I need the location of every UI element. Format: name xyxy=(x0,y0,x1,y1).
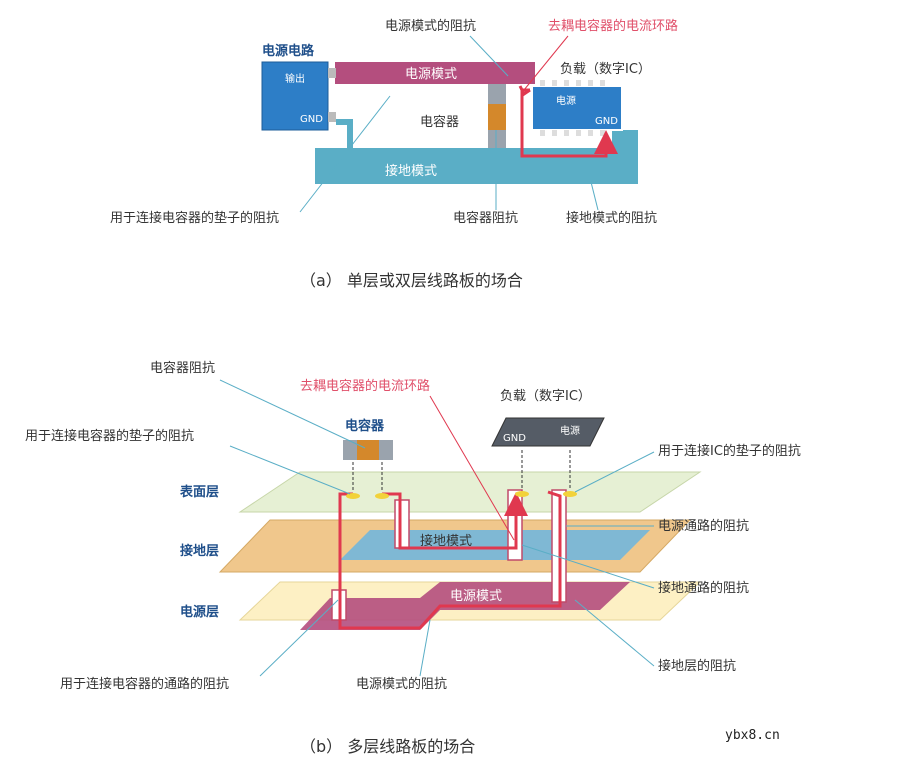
power-circuit-box xyxy=(261,61,329,131)
diagram-b: 电容器 GND 电源 接地模式 电源模式 表面层 接地层 电源层 电容器阻抗 去… xyxy=(25,360,801,756)
gnd-label-a: GND xyxy=(300,114,323,125)
capacitor-body-a xyxy=(488,104,506,130)
caption-a: （a） 单层或双层线路板的场合 xyxy=(300,271,523,290)
diagram-a: 电源电路 输出 GND 电源模式 电容器 接地模式 负载（数字IC） 电源 GN… xyxy=(110,18,678,290)
output-pin xyxy=(328,68,336,78)
cap-impedance-label-a: 电容器阻抗 xyxy=(453,210,518,226)
pads xyxy=(346,491,577,499)
cap-bottom-electrode xyxy=(488,130,506,148)
cap-b-left-electrode xyxy=(343,440,357,460)
leader-pad-b xyxy=(229,445,351,495)
loop-start-a xyxy=(518,85,531,97)
leader-ground-a xyxy=(589,177,599,211)
caption-b: （b） 多层线路板的场合 xyxy=(300,737,475,756)
leader-ic-pad xyxy=(574,451,655,493)
decoupling-loop-label-a: 去耦电容器的电流环路 xyxy=(548,18,678,34)
leader-cap-via xyxy=(259,599,339,677)
power-pattern-impedance-label-b: 电源模式的阻抗 xyxy=(356,676,447,692)
ic-chip-b xyxy=(491,417,605,447)
power-circuit-label: 电源电路 xyxy=(262,43,315,59)
capacitor-label-b: 电容器 xyxy=(345,418,385,434)
leader-loop-a xyxy=(523,35,569,91)
leader-power-pattern-b xyxy=(419,619,431,677)
leader-pad-a xyxy=(299,95,391,213)
ground-layer-impedance-label: 接地层的阻抗 xyxy=(658,658,736,674)
ic-pad-impedance-label: 用于连接IC的垫子的阻抗 xyxy=(658,443,801,459)
capacitor-body-b xyxy=(357,440,379,460)
power-pattern-impedance-label-a: 电源模式的阻抗 xyxy=(385,18,476,34)
cap-impedance-label-b: 电容器阻抗 xyxy=(150,360,215,376)
power-pattern-label-b: 电源模式 xyxy=(450,589,502,604)
output-label: 输出 xyxy=(285,72,305,85)
ground-layer-label: 接地层 xyxy=(180,543,219,559)
leader-power-pattern xyxy=(469,35,509,77)
gnd-pin xyxy=(328,112,336,122)
current-loop-b-2 xyxy=(382,492,528,550)
load-label-a: 负载（数字IC） xyxy=(560,62,651,77)
capacitor-label-a: 电容器 xyxy=(420,114,459,130)
current-loop-a xyxy=(520,88,618,158)
leader-ground-layer xyxy=(574,599,655,667)
watermark: ybx8.cn xyxy=(725,728,780,743)
power-layer-label: 电源层 xyxy=(180,604,219,620)
ground-via-impedance-label: 接地通路的阻抗 xyxy=(658,580,749,596)
ground-pattern-label-b: 接地模式 xyxy=(420,533,472,549)
ic-power-label-a: 电源 xyxy=(556,94,576,107)
via-cap-right xyxy=(394,499,410,549)
gnd-trace xyxy=(336,119,353,148)
ground-pattern-shape-a xyxy=(315,130,638,184)
cap-b-right-electrode xyxy=(379,440,393,460)
ic-gnd-label-b: GND xyxy=(503,433,526,444)
ground-pattern-shape-b xyxy=(340,530,650,560)
ground-pattern-label-a: 接地模式 xyxy=(385,163,437,179)
ic-power-label-b: 电源 xyxy=(560,424,580,437)
current-loop-b xyxy=(338,490,562,630)
leader-loop-b xyxy=(429,395,515,541)
cap-via-impedance-label: 用于连接电容器的通路的阻抗 xyxy=(60,676,229,692)
surface-layer-label: 表面层 xyxy=(179,484,219,500)
pad-impedance-label-b: 用于连接电容器的垫子的阻抗 xyxy=(25,428,194,444)
power-pattern-shape-a xyxy=(335,62,535,84)
watermark-box xyxy=(710,720,800,748)
pad-impedance-label-a: 用于连接电容器的垫子的阻抗 xyxy=(110,210,279,226)
cap-top-electrode xyxy=(488,84,506,104)
ground-impedance-label-a: 接地模式的阻抗 xyxy=(566,210,657,226)
ic-pins-a xyxy=(540,80,605,136)
ic-gnd-label-a: GND xyxy=(595,116,618,127)
load-label-b: 负载（数字IC） xyxy=(500,389,591,404)
power-pattern-label-a: 电源模式 xyxy=(405,67,457,82)
decoupling-loop-label-b: 去耦电容器的电流环路 xyxy=(300,378,430,394)
leader-cap-b xyxy=(219,379,366,449)
power-via-impedance-label: 电源通路的阻抗 xyxy=(658,518,749,534)
leader-ground-via xyxy=(521,544,655,589)
